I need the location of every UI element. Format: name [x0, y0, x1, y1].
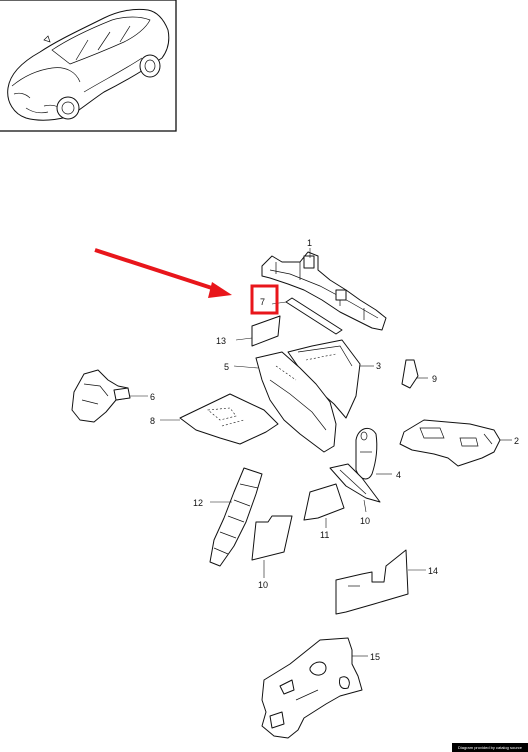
part-12-long-strip[interactable]	[209, 467, 263, 567]
part-13-panel[interactable]	[251, 315, 281, 347]
callout-6: 6	[150, 392, 155, 402]
part-1-reinforcement-bar[interactable]	[261, 251, 387, 331]
part-14-panel[interactable]	[335, 549, 409, 615]
part-10-lower-pad[interactable]	[251, 515, 293, 561]
red-arrow-icon	[94, 248, 232, 298]
callout-9: 9	[432, 374, 437, 384]
callout-8: 8	[150, 416, 155, 426]
part-10-upper-pad[interactable]	[329, 463, 381, 503]
part-9-small-pad[interactable]	[401, 359, 419, 389]
part-2-side-panel[interactable]	[399, 419, 501, 467]
part-8-floor-mat[interactable]	[179, 393, 279, 445]
callout-14: 14	[428, 566, 438, 576]
callout-15: 15	[370, 652, 380, 662]
callout-10-upper: 10	[360, 516, 370, 526]
part-4-teardrop-panel[interactable]	[355, 427, 378, 480]
callout-4: 4	[396, 470, 401, 480]
callout-12: 12	[193, 498, 203, 508]
callout-3: 3	[376, 361, 381, 371]
callout-2: 2	[514, 436, 519, 446]
part-15-large-panel[interactable]	[261, 637, 363, 739]
callout-1: 1	[307, 238, 312, 248]
part-7-seal-strip[interactable]	[285, 297, 343, 335]
callout-13: 13	[216, 336, 226, 346]
callout-5: 5	[224, 362, 229, 372]
highlight-box	[250, 284, 279, 315]
car-thumbnail-icon	[7, 8, 170, 121]
part-5-insulation-panel[interactable]	[255, 351, 337, 453]
part-11-pad[interactable]	[303, 483, 345, 521]
footer-watermark: Diagram provided by catalog source	[452, 743, 528, 752]
callout-10-lower: 10	[258, 580, 268, 590]
callout-11: 11	[320, 530, 329, 540]
vehicle-thumbnail	[0, 0, 177, 132]
callout-7: 7	[260, 297, 265, 307]
part-6-bracket[interactable]	[71, 369, 131, 423]
